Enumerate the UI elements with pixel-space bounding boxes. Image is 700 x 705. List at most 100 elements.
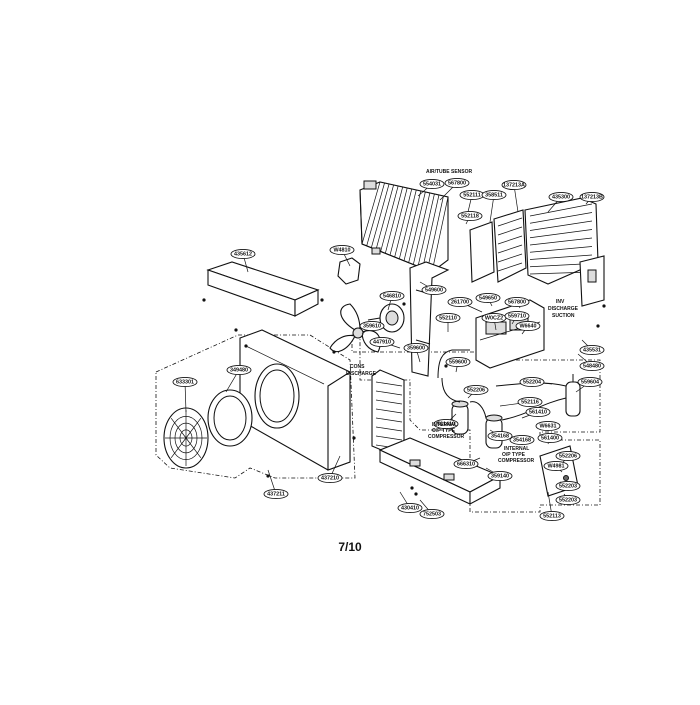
part-label-oval	[453, 458, 479, 470]
part-label-text: 552110	[439, 315, 457, 321]
part-label: W0CZ2	[481, 312, 507, 324]
part-label-text: 559600	[449, 359, 467, 365]
screw	[602, 304, 606, 308]
coil-fin-line	[389, 187, 408, 256]
part-label: 359140	[487, 470, 513, 482]
accumulator	[565, 374, 581, 417]
note-inv-discharge-3: SUCTION	[552, 313, 575, 319]
notes: AIR/TUBE SENSOR CONS DISCHARGE INV DISCH…	[346, 169, 579, 464]
screw	[332, 350, 336, 354]
part-label-text: 430410	[401, 505, 419, 511]
part-label: 359610	[359, 320, 385, 332]
screw	[444, 364, 448, 368]
part-label-text: 552111	[463, 192, 480, 198]
part-label-text: 359600	[407, 345, 425, 351]
part-label-text: 559710	[508, 313, 526, 319]
panel-slat-line	[497, 244, 523, 254]
part-label: 552203	[555, 494, 581, 506]
part-label-oval	[419, 508, 445, 520]
part-label-oval	[463, 384, 489, 396]
fan-guard	[163, 407, 209, 469]
part-label: 552118	[457, 210, 483, 222]
front-housing-group-outline	[155, 334, 356, 479]
coil-fin-line	[412, 192, 431, 265]
part-label: 552110	[435, 312, 461, 324]
grille-slat-line	[529, 254, 593, 260]
coil-fin-line	[398, 189, 417, 260]
note-compressor-right-1: INTERNAL	[504, 446, 529, 452]
part-label-text: 137213A	[503, 182, 525, 188]
part-label: 552203	[555, 480, 581, 492]
part-label-oval	[519, 376, 545, 388]
part-label: 435531	[579, 344, 605, 356]
screw	[596, 324, 600, 328]
compressor-group-outline	[351, 334, 601, 513]
part-label-text: 567800	[448, 180, 466, 186]
part-label: 430410	[397, 502, 423, 514]
side-panel-b	[469, 221, 495, 283]
part-label-oval	[369, 336, 395, 348]
guard-spoke	[170, 437, 187, 459]
part-label: 559710	[504, 310, 530, 322]
coil-fin-line	[403, 190, 422, 261]
coil-fin-line	[361, 181, 381, 245]
part-label-oval	[537, 432, 563, 444]
part-label-oval	[504, 310, 530, 322]
part-label: 552206	[555, 450, 581, 462]
frame-rung	[375, 381, 403, 387]
part-label-oval	[433, 418, 459, 430]
part-label-oval	[317, 472, 343, 484]
part-label: 546810	[379, 290, 405, 302]
side-panel-a	[493, 209, 527, 283]
part-label: 549600	[421, 284, 447, 296]
screw	[244, 344, 248, 348]
panel-slat-line	[497, 262, 523, 272]
part-label-text: 552206	[467, 387, 485, 393]
part-label-oval	[435, 312, 461, 324]
frame-rung	[375, 435, 403, 441]
part-label-oval	[504, 296, 530, 308]
part-label-text: 559604	[581, 379, 599, 385]
part-label: W4981	[543, 460, 569, 472]
part-label: 261700	[447, 296, 473, 308]
note-inv-discharge-1: INV	[556, 299, 565, 305]
part-label-text: 752503	[423, 511, 441, 517]
part-label-oval	[543, 460, 569, 472]
part-label: 358511	[481, 189, 507, 201]
part-label-text: 567800	[508, 299, 526, 305]
screw	[410, 486, 414, 490]
part-label-text: 552204	[523, 379, 541, 385]
grille-slat-line	[529, 212, 593, 224]
coil-fin-line	[375, 184, 394, 250]
coil-fin-line	[426, 195, 444, 271]
refrigerant-tubes	[437, 349, 567, 421]
part-label-text: 137213B	[581, 194, 603, 200]
frame-rung	[375, 408, 403, 414]
screw	[414, 492, 418, 496]
part-label-text: 358511	[485, 192, 503, 198]
fan-motor	[367, 303, 405, 333]
part-label-text: 546810	[383, 293, 401, 299]
part-label: 437210	[317, 472, 343, 484]
part-label-oval	[457, 210, 483, 222]
note-cond-discharge-1: CONS	[350, 364, 365, 370]
coil-fin-line	[408, 191, 426, 263]
part-label-text: 354168	[491, 433, 509, 439]
part-label-text: 549600	[425, 287, 443, 293]
part-label-text: W6640	[519, 323, 536, 329]
part-label: 666310	[453, 458, 479, 470]
condenser-coil	[359, 180, 449, 273]
part-label-text: 549650	[479, 295, 497, 301]
part-label-oval	[487, 470, 513, 482]
part-label-text: 666310	[457, 461, 475, 467]
part-label-oval	[481, 189, 507, 201]
grille-slat-line	[529, 229, 593, 239]
coil-fin-line	[422, 194, 440, 269]
part-label-text: 435531	[583, 347, 601, 353]
part-label-text: 554031	[423, 181, 441, 187]
part-label: 567800	[504, 296, 530, 308]
panel-slat-line	[497, 217, 523, 227]
frame-rung	[375, 390, 403, 396]
note-airtube-sensor: AIR/TUBE SENSOR	[426, 169, 473, 175]
